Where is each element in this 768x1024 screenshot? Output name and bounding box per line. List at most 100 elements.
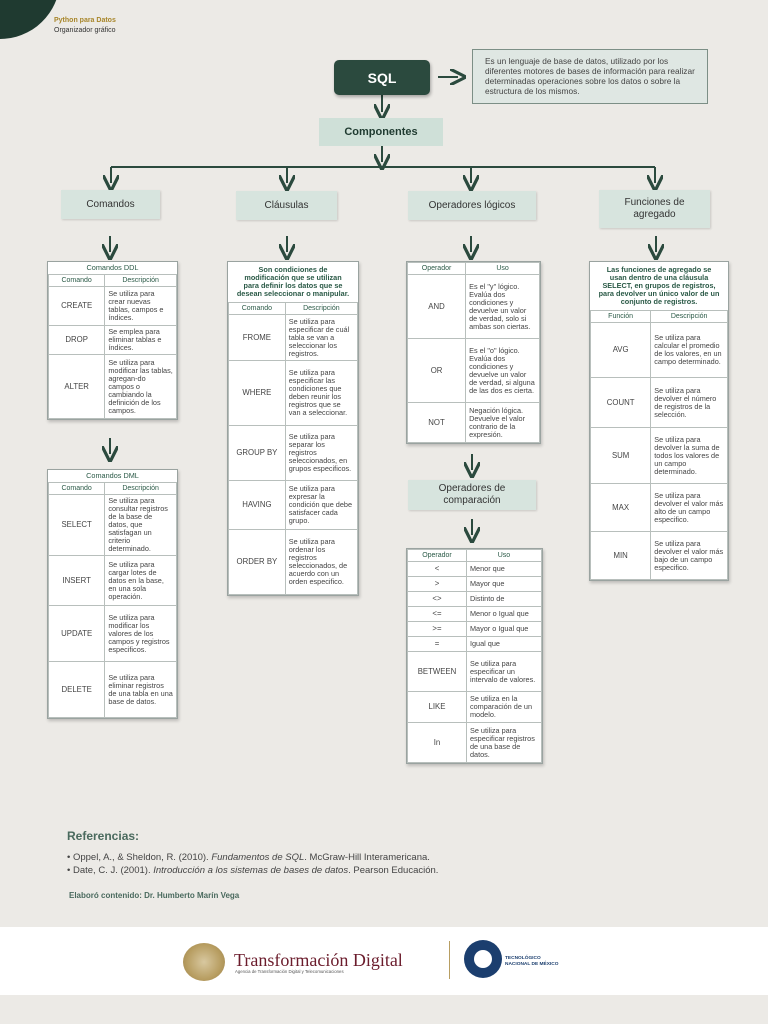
clausulas-desc: Se utiliza para especificar de cuál tabl… (284, 314, 359, 361)
ddl-key: DROP (47, 325, 106, 355)
logicos-desc: Es el "y" lógico. Evalúa dos condiciones… (465, 274, 540, 339)
ddl-desc: Se utiliza para crear nuevas tablas, cam… (104, 286, 177, 326)
dml-desc: Se utiliza para cargar lotes de datos en… (104, 555, 177, 606)
dml-title: Comandos DML (86, 471, 139, 480)
tecnm-gear-center (474, 950, 492, 968)
comparacion-key: < (407, 561, 467, 577)
dml-key: DELETE (47, 661, 106, 718)
comparacion-key: In (407, 722, 467, 763)
course-title: Python para Datos (54, 17, 116, 24)
dml-key: UPDATE (47, 605, 106, 662)
ddl-header-1: Comando (47, 274, 106, 287)
ddl-title: Comandos DDL (86, 263, 139, 272)
comparacion-desc: Se utiliza para especificar registros de… (465, 722, 543, 763)
comparacion-row: >=Mayor o Igual que (407, 621, 543, 637)
comparacion-key: LIKE (407, 691, 467, 723)
clausulas-key: HAVING (228, 480, 286, 530)
clausulas-desc: Se utiliza para especificar las condicio… (284, 360, 359, 426)
comparacion-key: = (407, 636, 467, 652)
funciones-desc: Se utiliza para devolver el número de re… (650, 377, 728, 428)
footer-divider (449, 941, 450, 979)
dml-desc: Se utiliza para consultar registros de l… (104, 494, 177, 556)
operadores-logicos-node: Operadores lógicos (408, 191, 536, 220)
componentes-node: Componentes (319, 118, 443, 146)
funciones-key: AVG (589, 322, 652, 378)
logicos-header-1: Operador (406, 262, 467, 275)
dml-key: SELECT (47, 494, 106, 556)
clausulas-key: GROUP BY (228, 425, 286, 481)
funciones-key: SUM (589, 427, 652, 484)
connectors (0, 0, 768, 830)
comparacion-desc: Se utiliza en la comparación de un model… (465, 691, 543, 723)
logicos-key: OR (406, 338, 467, 403)
clausulas-key: ORDER BY (228, 529, 286, 595)
logicos-key: NOT (406, 402, 467, 443)
clausulas-header-1: Comando (228, 302, 286, 315)
funciones-header-2: Descripción (650, 310, 728, 323)
dml-desc: Se utiliza para modificar los valores de… (104, 605, 177, 662)
reference-2: • Date, C. J. (2001). Introducción a los… (67, 865, 439, 876)
comparacion-desc: Mayor o Igual que (465, 621, 543, 637)
funciones-desc: Se utiliza para devolver la suma de todo… (650, 427, 728, 484)
comparacion-header-2: Uso (465, 549, 543, 562)
comandos-node: Comandos (61, 190, 160, 219)
comparacion-row: =Igual que (407, 636, 543, 652)
comparacion-key: BETWEEN (407, 651, 467, 692)
dml-key: INSERT (47, 555, 106, 606)
funciones-desc: Se utiliza para calcular el promedio de … (650, 322, 728, 378)
logicos-key: AND (406, 274, 467, 339)
footer-title: Transformación Digital (234, 950, 403, 970)
comparacion-header-1: Operador (407, 549, 467, 562)
funciones-desc: Se utiliza para devolver el valor más ba… (650, 531, 728, 580)
comparacion-desc: Mayor que (465, 576, 543, 592)
logicos-header-2: Uso (465, 262, 540, 275)
funciones-key: COUNT (589, 377, 652, 428)
clausulas-table: Son condiciones de modificación que se u… (227, 261, 359, 596)
funciones-key: MIN (589, 531, 652, 580)
references-title: Referencias: (67, 829, 140, 843)
comparacion-key: > (407, 576, 467, 592)
comparacion-desc: Distinto de (465, 591, 543, 607)
footer-subtitle: Agencia de Transformación Digital y Tele… (235, 969, 344, 974)
comparacion-desc: Menor que (465, 561, 543, 577)
dml-header-1: Comando (47, 482, 106, 495)
dml-desc: Se utiliza para eliminar registros de un… (104, 661, 177, 718)
clausulas-node: Cláusulas (236, 191, 337, 220)
footer-bar (0, 927, 768, 995)
clausulas-desc: Se utiliza para separar los registros se… (284, 425, 359, 481)
comparacion-key: <= (407, 606, 467, 622)
comparacion-desc: Menor o Igual que (465, 606, 543, 622)
clausulas-header-2: Descripción (284, 302, 359, 315)
course-subtitle: Organizador gráfico (54, 27, 116, 34)
funciones-header-1: Función (589, 310, 652, 323)
funciones-key: MAX (589, 483, 652, 532)
government-seal-icon (183, 943, 225, 981)
clausulas-key: WHERE (228, 360, 286, 426)
comparacion-desc: Igual que (465, 636, 543, 652)
ddl-desc: Se utiliza para modificar las tablas, ag… (104, 354, 177, 419)
clausulas-desc: Se utiliza para expresar la condición qu… (284, 480, 359, 530)
reference-1: • Oppel, A., & Sheldon, R. (2010). Funda… (67, 852, 430, 863)
operadores-comparacion-node: Operadores de comparación (408, 480, 536, 510)
comparacion-key: <> (407, 591, 467, 607)
comparacion-row: <=Menor o Igual que (407, 606, 543, 622)
